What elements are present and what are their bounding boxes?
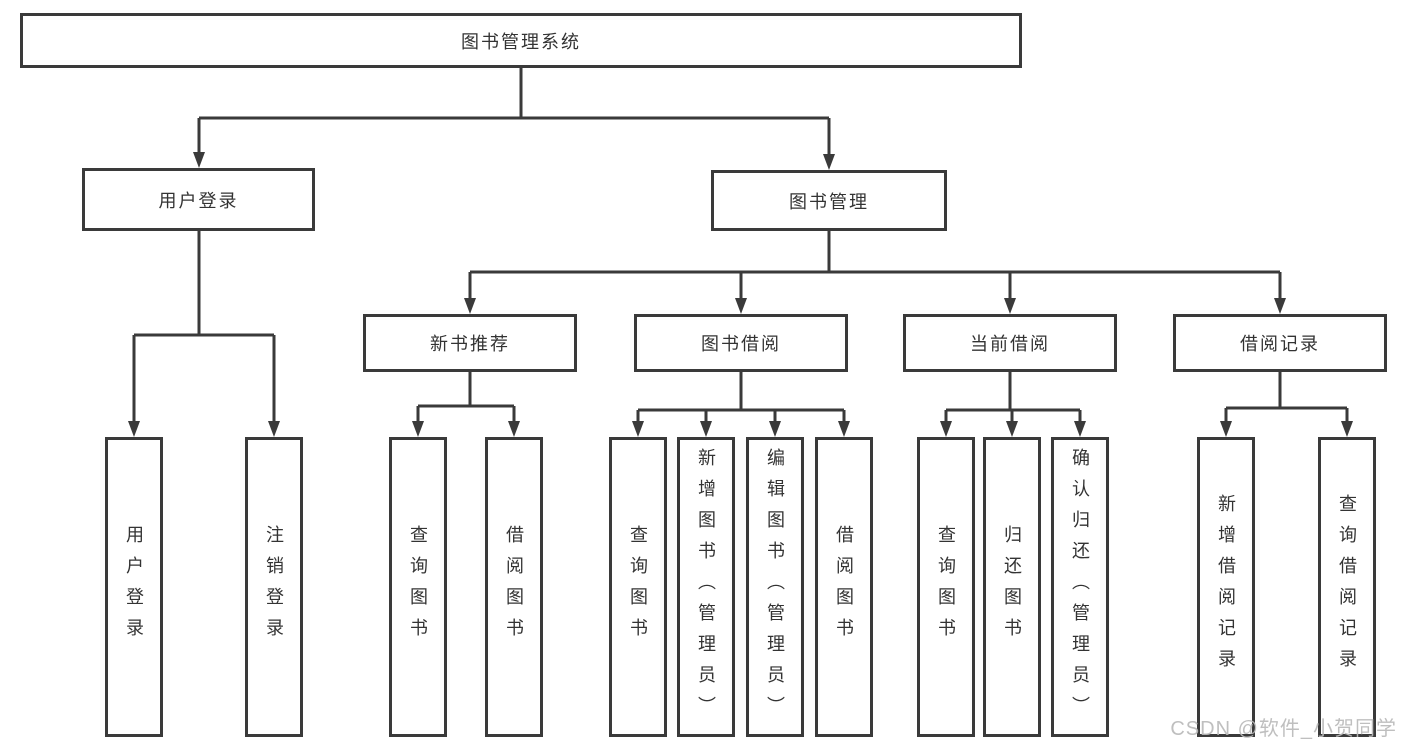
leaf-return-books: 归还图书: [983, 437, 1041, 737]
connector-user-login-children: [128, 231, 280, 437]
leaf-confirm-return-admin: 确认归还（管理员）: [1051, 437, 1109, 737]
connector-current-borrow-children: [940, 372, 1086, 437]
node-system-root: 图书管理系统: [20, 13, 1022, 68]
node-book-management: 图书管理: [711, 170, 947, 231]
node-book-borrowing: 图书借阅: [634, 314, 848, 372]
connector-book-borrow-children: [632, 372, 850, 437]
csdn-watermark: CSDN @软件_小贺同学: [1170, 718, 1397, 740]
leaf-current-query-books: 查询图书: [917, 437, 975, 737]
leaf-logout: 注销登录: [245, 437, 303, 737]
connector-new-book-rec-children: [412, 372, 520, 437]
node-current-borrowing: 当前借阅: [903, 314, 1117, 372]
node-new-book-recommend: 新书推荐: [363, 314, 577, 372]
leaf-user-login: 用户登录: [105, 437, 163, 737]
leaf-query-borrow-record: 查询借阅记录: [1318, 437, 1376, 737]
leaf-add-books-admin: 新增图书（管理员）: [677, 437, 735, 737]
connector-root-to-level2: [193, 68, 835, 170]
leaf-borrowing-query-books: 查询图书: [609, 437, 667, 737]
connector-borrow-record-children: [1220, 372, 1353, 437]
leaf-newrec-borrow-books: 借阅图书: [485, 437, 543, 737]
leaf-borrowing-borrow-books: 借阅图书: [815, 437, 873, 737]
leaf-edit-books-admin: 编辑图书（管理员）: [746, 437, 804, 737]
leaf-newrec-query-books: 查询图书: [389, 437, 447, 737]
node-user-login: 用户登录: [82, 168, 315, 231]
connector-book-mgmt-children: [464, 231, 1286, 314]
node-borrow-records: 借阅记录: [1173, 314, 1387, 372]
leaf-add-borrow-record: 新增借阅记录: [1197, 437, 1255, 737]
